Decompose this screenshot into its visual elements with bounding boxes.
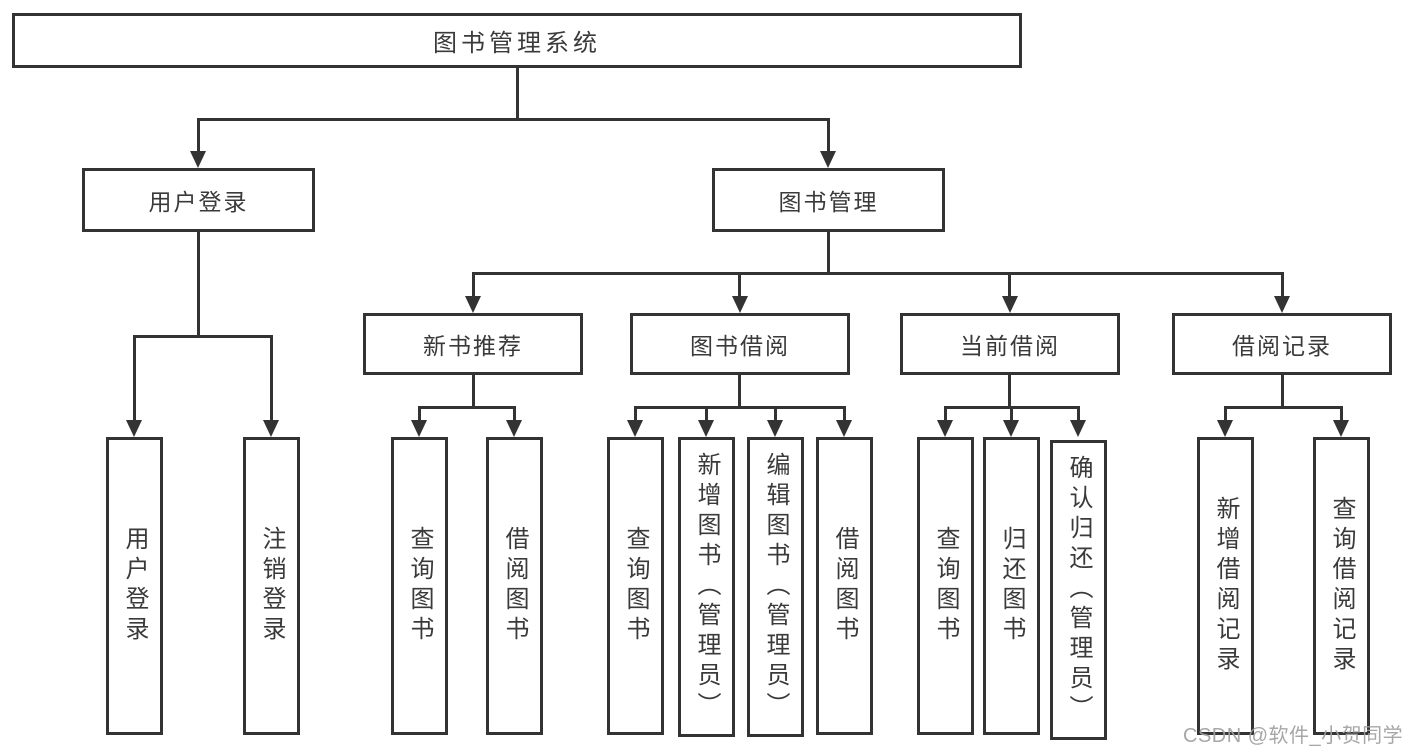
node-current-borrowing: 当前借阅 [900, 313, 1120, 375]
connector-line [1077, 406, 1080, 421]
node-new-book-recommend: 新书推荐 [363, 313, 583, 375]
leaf-return-books: 归还图书 [983, 437, 1040, 735]
arrowhead-down-icon [1003, 420, 1019, 437]
connector-line [197, 118, 200, 152]
leaf-user-login: 用户登录 [106, 437, 163, 735]
connector-line [418, 406, 421, 421]
arrowhead-down-icon [465, 296, 481, 313]
connector-line [944, 406, 947, 421]
arrowhead-down-icon [1070, 420, 1086, 437]
node-user-login: 用户登录 [82, 168, 315, 232]
connector-line [843, 406, 846, 421]
node-book-management: 图书管理 [712, 168, 945, 232]
connector-line [270, 335, 273, 421]
connector-line [133, 335, 273, 338]
connector-line [1008, 375, 1011, 406]
arrowhead-down-icon [1217, 420, 1233, 437]
node-library-management-system: 图书管理系统 [12, 13, 1022, 68]
leaf-query-books-current: 查询图书 [917, 437, 974, 735]
leaf-logout: 注销登录 [243, 437, 300, 735]
arrowhead-down-icon [126, 420, 142, 437]
connector-line [1224, 406, 1227, 421]
arrowhead-down-icon [263, 420, 279, 437]
connector-line [634, 406, 846, 409]
connector-line [472, 272, 475, 297]
arrowhead-down-icon [1002, 296, 1018, 313]
arrowhead-down-icon [937, 420, 953, 437]
csdn-watermark: CSDN @软件_小贺同学 [1183, 725, 1404, 747]
connector-line [472, 272, 1284, 275]
connector-line [827, 232, 830, 272]
node-borrowing-records: 借阅记录 [1172, 313, 1392, 375]
connector-line [472, 375, 475, 406]
arrowhead-down-icon [1333, 420, 1349, 437]
connector-line [738, 375, 741, 406]
connector-line [516, 68, 519, 118]
leaf-query-borrow-record: 查询借阅记录 [1313, 437, 1370, 735]
connector-line [774, 406, 777, 421]
connector-line [1281, 272, 1284, 297]
arrowhead-down-icon [411, 420, 427, 437]
arrowhead-down-icon [506, 420, 522, 437]
arrowhead-down-icon [820, 151, 836, 168]
arrowhead-down-icon [836, 420, 852, 437]
connector-line [197, 118, 830, 121]
leaf-edit-books-admin: 编辑图书（管理员） [747, 437, 804, 737]
arrowhead-down-icon [698, 420, 714, 437]
leaf-borrow-books-recommend: 借阅图书 [486, 437, 543, 735]
leaf-query-books-recommend: 查询图书 [391, 437, 448, 735]
leaf-borrow-books: 借阅图书 [816, 437, 873, 735]
connector-line [513, 406, 516, 421]
connector-line [1340, 406, 1343, 421]
connector-line [738, 272, 741, 297]
leaf-add-books-admin: 新增图书（管理员） [678, 437, 735, 737]
arrowhead-down-icon [732, 296, 748, 313]
arrowhead-down-icon [627, 420, 643, 437]
connector-line [827, 118, 830, 152]
connector-line [634, 406, 637, 421]
connector-line [418, 406, 516, 409]
arrowhead-down-icon [190, 151, 206, 168]
connector-line [1010, 406, 1013, 421]
connector-line [1008, 272, 1011, 297]
connector-line [705, 406, 708, 421]
arrowhead-down-icon [1274, 296, 1290, 313]
connector-line [1281, 375, 1284, 406]
connector-line [133, 335, 136, 421]
leaf-add-borrow-record: 新增借阅记录 [1197, 437, 1254, 735]
leaf-query-books-borrow: 查询图书 [607, 437, 664, 735]
connector-line [197, 232, 200, 335]
node-book-borrowing: 图书借阅 [630, 313, 850, 375]
arrowhead-down-icon [767, 420, 783, 437]
connector-line [1224, 406, 1343, 409]
leaf-confirm-return-admin: 确认归还（管理员） [1050, 440, 1107, 740]
